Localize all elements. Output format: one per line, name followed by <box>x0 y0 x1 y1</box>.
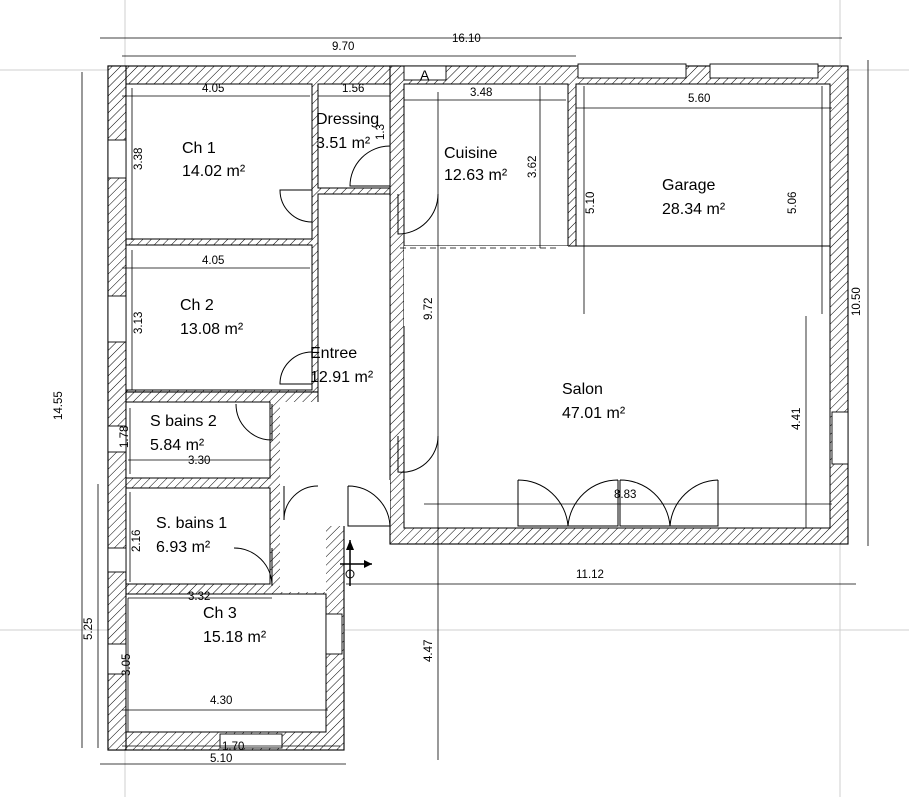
room-area-garage: 28.34 m² <box>662 201 726 218</box>
dim-right: 11.12 <box>576 569 604 581</box>
dim-entree-height: 9.72 <box>423 298 435 320</box>
dim-right-height: 10.50 <box>851 287 863 316</box>
dim-garage-right-height: 5.06 <box>787 192 799 214</box>
dim-lower-vertical: 4.47 <box>423 640 435 662</box>
windows <box>107 63 849 749</box>
section-marker: A <box>420 67 430 83</box>
dim-sdb2-width: 3.30 <box>188 455 210 467</box>
dim-overall-height: 14.55 <box>53 391 65 420</box>
room-name-sdb1: S. bains 1 <box>156 515 227 532</box>
north-arrow-icon <box>340 540 372 586</box>
room-name-ch3: Ch 3 <box>203 605 237 622</box>
doors <box>233 145 719 587</box>
dim-dressing-depth: 1.3 <box>375 124 387 140</box>
room-name-garage: Garage <box>662 177 715 194</box>
dim-sdb2-height: 1.78 <box>119 426 131 448</box>
dim-ch3-width: 4.30 <box>210 695 232 707</box>
dim-ch1-height: 3.38 <box>133 148 145 170</box>
dimension-lines <box>81 37 869 765</box>
dim-cuisine-height: 3.62 <box>527 156 539 178</box>
room-area-dressing: 3.51 m² <box>316 135 371 152</box>
room-area-ch1: 14.02 m² <box>182 163 246 180</box>
dim-left-width: 9.70 <box>332 41 354 53</box>
dim-ch3-height: 3.05 <box>121 654 133 676</box>
dim-ch1-width: 4.05 <box>202 83 224 95</box>
room-area-entree: 12.91 m² <box>310 369 374 386</box>
room-name-salon: Salon <box>562 381 603 398</box>
room-area-salon: 47.01 m² <box>562 405 626 422</box>
dim-overall-width: 16.10 <box>452 33 481 45</box>
room-area-sdb1: 6.93 m² <box>156 539 211 556</box>
section-marker-label: A <box>420 67 430 83</box>
dim-bottom-width: 5.10 <box>210 753 232 765</box>
room-name-cuisine: Cuisine <box>444 145 497 162</box>
dim-sdb1-height: 2.16 <box>131 530 143 552</box>
dim-garage-left-height: 5.10 <box>585 192 597 214</box>
room-area-ch2: 13.08 m² <box>180 321 244 338</box>
room-name-sdb2: S bains 2 <box>150 413 217 430</box>
room-name-ch1: Ch 1 <box>182 140 216 157</box>
dim-sdb1-width: 3.32 <box>188 591 210 603</box>
room-name-dressing: Dressing <box>316 111 379 128</box>
dim-ch2-width: 4.05 <box>202 255 224 267</box>
dimension-labels: 16.10 9.70 4.05 1.56 3.48 5.60 4.05 3.30… <box>53 33 863 765</box>
dim-garage-width: 5.60 <box>688 93 710 105</box>
dim-salon-width: 8.83 <box>614 489 636 501</box>
room-name-entree: Entree <box>310 345 357 362</box>
room-area-cuisine: 12.63 m² <box>444 167 508 184</box>
room-area-ch3: 15.18 m² <box>203 629 267 646</box>
room-name-ch2: Ch 2 <box>180 297 214 314</box>
room-area-sdb2: 5.84 m² <box>150 437 205 454</box>
dim-ch2-height: 3.13 <box>133 312 145 334</box>
room-floors <box>125 83 831 733</box>
dim-cuisine-width: 3.48 <box>470 87 492 99</box>
dim-window-width: 1.70 <box>222 741 244 753</box>
dim-salon-height: 4.41 <box>791 408 803 430</box>
dim-lower-height: 5.25 <box>83 618 95 640</box>
room-labels: Ch 1 14.02 m² Dressing 3.51 m² Cuisine 1… <box>150 111 726 646</box>
dim-dressing-width: 1.56 <box>342 83 364 95</box>
